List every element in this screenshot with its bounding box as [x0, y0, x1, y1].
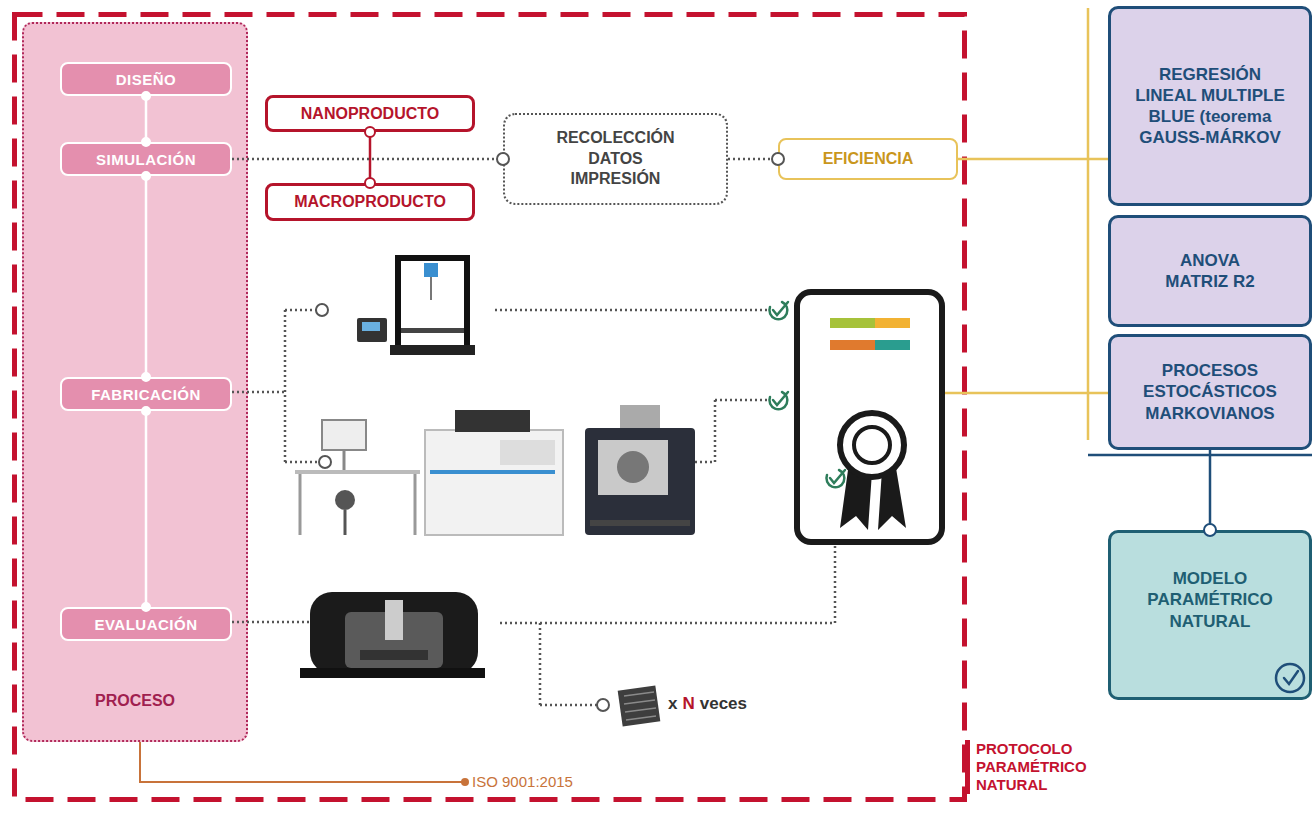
connector	[145, 96, 148, 142]
leader-line	[945, 392, 1108, 395]
printer-illustration	[357, 255, 475, 355]
repeat-count: N	[682, 694, 694, 714]
process-step: DISEÑO	[60, 62, 232, 96]
connector	[728, 158, 778, 161]
efficiency-box: EFICIENCIA	[778, 138, 958, 180]
method-box: PROCESOS ESTOCÁSTICOS MARKOVIANOS	[1108, 334, 1312, 450]
node-text: MODELO PARAMÉTRICO NATURAL	[1145, 568, 1275, 632]
process-step: EVALUACIÓN	[60, 607, 232, 641]
node-text: ANOVA MATRIZ R2	[1158, 250, 1263, 293]
connector-end	[365, 178, 375, 188]
node-text: PROTOCOLO PARAMÉTRICO NATURAL	[976, 740, 1085, 794]
connector-end	[142, 92, 150, 100]
connector-end	[1204, 524, 1216, 536]
furnace-illustration	[585, 405, 695, 535]
node-text: RECOLECCIÓN DATOS IMPRESIÓN	[551, 128, 681, 190]
data-box: RECOLECCIÓN DATOS IMPRESIÓN	[503, 113, 728, 205]
connector-end	[365, 127, 375, 137]
process-step: FABRICACIÓN	[60, 377, 232, 411]
separator-line	[1088, 454, 1312, 457]
connector-end	[142, 373, 150, 381]
repeat-note: x	[668, 694, 677, 714]
connector	[145, 176, 148, 377]
node-text: DISEÑO	[116, 71, 177, 88]
microscope-illustration	[300, 592, 485, 678]
node-text: EFICIENCIA	[823, 150, 914, 168]
repeat-note: veces	[700, 694, 747, 714]
connector-end	[497, 153, 509, 165]
standard-label: ISO 9001:2015	[472, 773, 573, 790]
connector	[232, 158, 503, 161]
leader-lines	[232, 310, 835, 705]
model-box: MODELO PARAMÉTRICO NATURAL	[1108, 530, 1312, 700]
node-text: EVALUACIÓN	[94, 616, 197, 633]
connector-end	[142, 603, 150, 611]
connector	[958, 158, 1108, 161]
node-text: NANOPRODUCTO	[301, 105, 439, 123]
frame-heading: PROTOCOLO PARAMÉTRICO NATURAL	[965, 740, 1085, 794]
connector	[145, 411, 148, 607]
process-panel: PROCESO DISEÑO SIMULACIÓN FABRICACIÓN EVALUA…	[22, 22, 248, 742]
node-text: REGRESIÓN LINEAL MULTIPLE BLUE (teorema …	[1135, 64, 1285, 149]
connector	[1209, 450, 1212, 530]
bracket-line	[1087, 8, 1090, 440]
panel-heading: PROCESO	[24, 692, 246, 710]
node-text: FABRICACIÓN	[91, 386, 201, 403]
connector-end	[772, 153, 784, 165]
label-group: ISO 9001:2015	[472, 773, 573, 790]
connector-end	[142, 407, 150, 415]
method-box: REGRESIÓN LINEAL MULTIPLE BLUE (teorema …	[1108, 6, 1312, 206]
node-text: PROCESO	[24, 692, 246, 710]
node-text: MACROPRODUCTO	[294, 193, 446, 211]
process-step: SIMULACIÓN	[60, 142, 232, 176]
node-text: PROCESOS ESTOCÁSTICOS MARKOVIANOS	[1135, 360, 1285, 424]
check-marks	[768, 300, 845, 488]
method-box: ANOVA MATRIZ R2	[1108, 215, 1312, 327]
leader-line	[140, 742, 462, 782]
connector-end	[142, 172, 150, 180]
lithography-system-illustration	[295, 410, 563, 535]
connector-end	[142, 138, 150, 146]
connector	[369, 132, 372, 183]
certificate-icon	[797, 292, 942, 542]
leader-dot	[461, 778, 469, 786]
node-text: SIMULACIÓN	[96, 151, 196, 168]
label-group: xNveces	[668, 694, 747, 714]
sample-illustration	[618, 686, 661, 727]
